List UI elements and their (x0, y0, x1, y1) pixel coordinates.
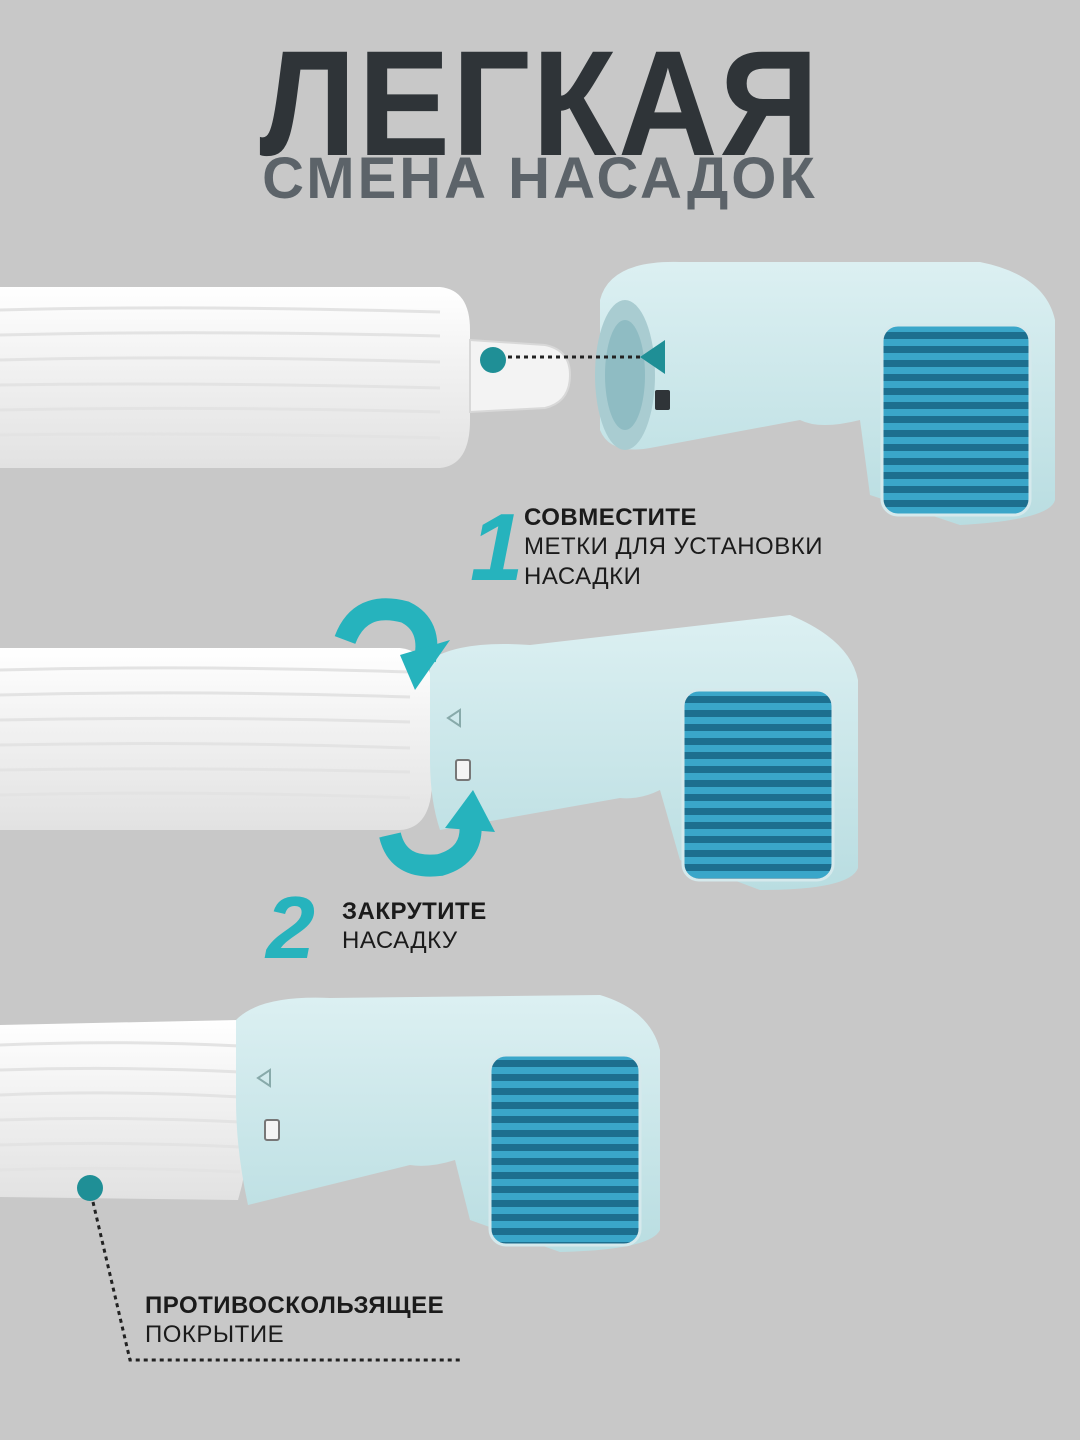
roller-2 (0, 615, 858, 890)
page-title: ЛЕГКАЯ (259, 19, 821, 187)
step-2-number: 2 (266, 878, 315, 977)
step-1-line2: НАСАДКИ (524, 563, 642, 590)
roller-1 (0, 261, 1055, 525)
page-subtitle: СМЕНА НАСАДОК (262, 146, 818, 211)
feature-text: ПРОТИВОСКОЛЬЗЯЩЕЕ ПОКРЫТИЕ (145, 1292, 444, 1350)
step-2-title: ЗАКРУТИТЕ (342, 898, 487, 925)
step-1-title: СОВМЕСТИТЕ (524, 504, 698, 531)
step-1-number: 1 (470, 494, 524, 601)
feature-line1: ПОКРЫТИЕ (145, 1321, 285, 1348)
rotate-arrow-icon (334, 598, 450, 690)
feature-title: ПРОТИВОСКОЛЬЗЯЩЕЕ (145, 1292, 445, 1319)
step-2-text: ЗАКРУТИТЕ НАСАДКУ (342, 898, 487, 956)
step-1-text: СОВМЕСТИТЕ МЕТКИ ДЛЯ УСТАНОВКИ НАСАДКИ (524, 504, 823, 592)
alignment-triangle-icon (640, 340, 665, 374)
rotate-arrow-icon (379, 790, 495, 877)
feature-dot-icon (77, 1175, 103, 1201)
roller-3 (0, 995, 660, 1252)
step-2-line1: НАСАДКУ (342, 927, 458, 954)
step-1-line1: МЕТКИ ДЛЯ УСТАНОВКИ (524, 533, 823, 560)
alignment-dot-icon (480, 347, 506, 373)
